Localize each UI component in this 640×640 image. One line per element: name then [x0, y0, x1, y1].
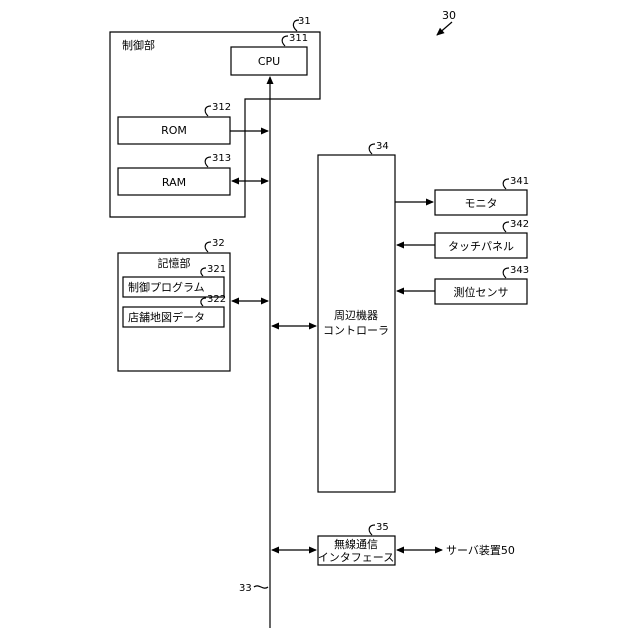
storage-unit-ref: 32 — [212, 238, 225, 249]
bus-ref-hook — [254, 586, 268, 588]
control-program-ref: 321 — [207, 264, 226, 275]
touch-panel-ref: 342 — [510, 219, 529, 230]
wireless-interface-label-line2: インタフェース — [318, 551, 394, 564]
cpu-ref: 311 — [289, 33, 308, 44]
monitor-ref: 341 — [510, 176, 529, 187]
position-sensor-label: 測位センサ — [454, 285, 509, 299]
ram-ref-hook — [205, 157, 211, 167]
peripheral-controller-label-line2: コントローラ — [323, 324, 389, 337]
figure-ref: 30 — [442, 9, 456, 22]
wireless-interface-ref: 35 — [376, 522, 389, 533]
ram-label: RAM — [162, 176, 186, 189]
control-unit-label: 制御部 — [122, 38, 155, 52]
peripheral-controller-ref-hook — [369, 144, 375, 154]
monitor-ref-hook — [503, 179, 509, 189]
position-sensor-ref-hook — [503, 268, 509, 278]
control-program-label: 制御プログラム — [128, 280, 205, 294]
store-map-data-ref: 322 — [207, 294, 226, 305]
touch-panel-label: タッチパネル — [448, 240, 514, 253]
touch-panel-ref-hook — [503, 222, 509, 232]
peripheral-controller-ref: 34 — [376, 141, 389, 152]
control-unit-ref: 31 — [298, 16, 311, 27]
cpu-label: CPU — [258, 55, 280, 68]
wireless-interface-ref-hook — [369, 525, 375, 535]
position-sensor-ref: 343 — [510, 265, 529, 276]
peripheral-controller-label-line1: 周辺機器 — [334, 308, 378, 322]
storage-unit-label: 記憶部 — [158, 256, 191, 270]
figure-ref-arrow — [437, 22, 452, 35]
wireless-interface-label-line1: 無線通信 — [334, 537, 378, 551]
cpu-ref-hook — [282, 36, 288, 46]
storage-unit-ref-hook — [205, 242, 211, 252]
ram-ref: 313 — [212, 153, 231, 164]
bus-ref: 33 — [239, 583, 252, 594]
rom-label: ROM — [161, 124, 187, 137]
rom-ref: 312 — [212, 102, 231, 113]
monitor-label: モニタ — [465, 197, 498, 210]
rom-ref-hook — [205, 106, 211, 116]
server-label: サーバ装置50 — [446, 544, 515, 557]
store-map-data-label: 店舗地図データ — [128, 310, 205, 324]
